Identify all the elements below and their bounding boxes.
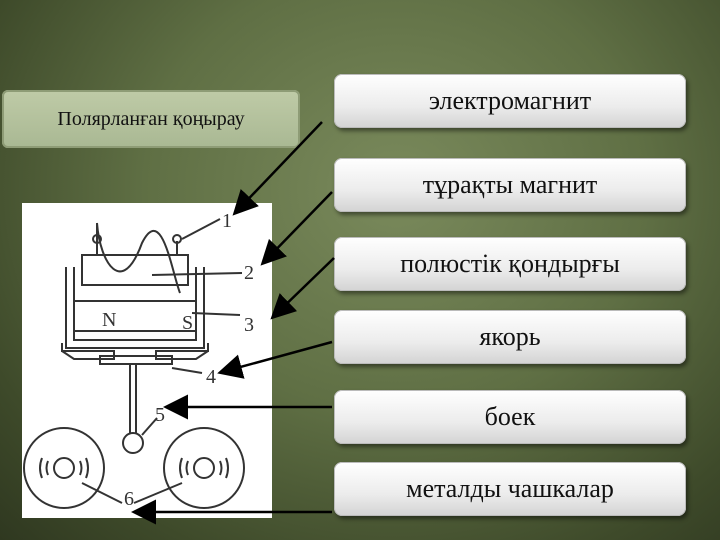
number-4: 4 xyxy=(206,366,216,388)
cup-left xyxy=(23,427,105,509)
label-text: металды чашкалар xyxy=(406,474,614,503)
label-text: полюстік қондырғы xyxy=(400,249,620,278)
bell-diagram: N S 1 2 3 4 5 6 xyxy=(22,203,272,518)
pole-n: N xyxy=(102,309,116,331)
arrow-2 xyxy=(260,191,333,266)
label-text: якорь xyxy=(479,322,541,351)
cup-right xyxy=(163,427,245,509)
title-text: Полярланған қоңырау xyxy=(57,107,245,130)
arrow-3 xyxy=(270,257,335,320)
label-text: электромагнит xyxy=(428,86,592,115)
permanent-magnet xyxy=(73,300,197,332)
label-striker: боек xyxy=(334,390,686,444)
number-2: 2 xyxy=(244,262,254,284)
frame-outer xyxy=(65,267,205,349)
label-text: тұрақты магнит xyxy=(422,170,598,199)
label-metal-cups: металды чашкалар xyxy=(334,462,686,516)
coil-body xyxy=(81,254,189,286)
label-electromagnet: электромагнит xyxy=(334,74,686,128)
number-6: 6 xyxy=(124,488,134,510)
label-armature: якорь xyxy=(334,310,686,364)
terminal xyxy=(92,234,102,244)
label-pole-piece: полюстік қондырғы xyxy=(334,237,686,291)
label-text: боек xyxy=(484,402,536,431)
number-1: 1 xyxy=(222,210,232,232)
number-3: 3 xyxy=(244,314,254,336)
coil-wire xyxy=(96,222,181,294)
striker-head xyxy=(122,432,144,454)
terminal xyxy=(172,234,182,244)
frame-inner xyxy=(73,267,197,341)
pole-s: S xyxy=(182,312,193,334)
number-5: 5 xyxy=(155,404,165,426)
label-permanent-magnet: тұрақты магнит xyxy=(334,158,686,212)
title-box: Полярланған қоңырау xyxy=(2,90,300,148)
bell-schematic: N S 1 2 3 4 5 6 xyxy=(23,210,254,510)
